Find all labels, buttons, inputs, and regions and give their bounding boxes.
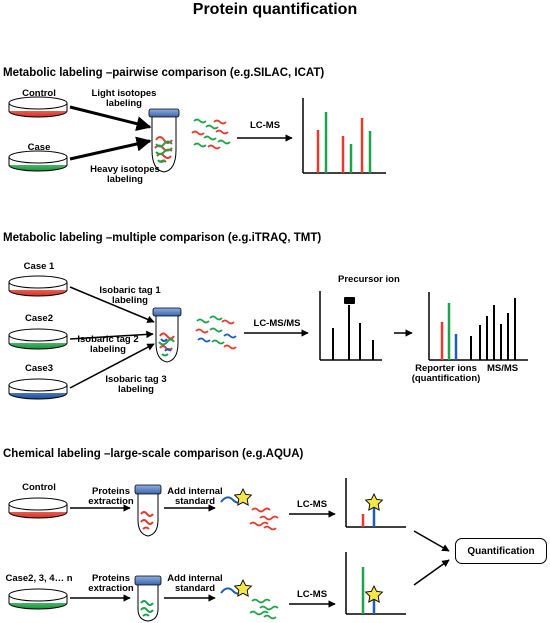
label-lc-ms-ms: LC-MS/MS [253,318,301,329]
aqua-tube-control [134,484,162,537]
itraq-ms1-spectrum [319,291,382,361]
arrow [413,530,450,552]
arrow [69,105,152,132]
arrow [69,343,155,389]
label-light-isotopes: Light isotopes labeling [91,88,157,109]
itraq-case3-dish [8,378,68,400]
label-ms-ms: MS/MS [487,363,519,374]
aqua-standard-cases [220,578,253,597]
silac-ms-spectrum [302,98,386,174]
label-aqua-lc-ms: LC-MS [296,499,328,510]
itraq-peptides [195,315,237,350]
label-case1: Case 1 [23,261,55,272]
arrow [69,286,155,323]
aqua-cases-dish [8,588,68,610]
quantification-box: Quantification [455,538,547,564]
silac-peptides [191,118,231,150]
label-add-internal-standard-2: Add internal standard [167,573,223,594]
label-heavy-isotopes: Heavy isotopes labeling [90,164,160,185]
silac-section [8,96,386,174]
aqua-tube-cases [134,575,162,622]
aqua-spectrum-control [345,478,406,528]
silac-tube [148,108,180,173]
section-heading-itraq: Metabolic labeling –multiple comparison … [3,232,322,244]
label-aqua-lc-ms-2: LC-MS [296,589,328,600]
label-isobaric-tag-1: Isobaric tag 1 labeling [99,285,161,306]
label-proteins-extraction: Proteins extraction [88,486,134,507]
label-isobaric-tag-3: Isobaric tag 3 labeling [105,374,167,395]
page-title: Protein quantification [192,1,358,18]
aqua-section [8,478,450,622]
itraq-msms-spectrum [428,292,528,361]
label-case2: Case2 [25,313,53,324]
aqua-peptides-cases [249,598,279,620]
itraq-case2-dish [8,328,68,350]
arrow [69,136,152,161]
section-heading-silac: Metabolic labeling –pairwise comparison … [3,67,325,79]
arrow [413,559,450,586]
aqua-control-dish [8,497,68,519]
arrow [69,330,154,340]
aqua-spectrum-cases [345,552,406,615]
aqua-peptides-control [249,507,279,531]
label-aqua-control: Control [22,482,56,493]
label-case3: Case3 [25,363,53,374]
silac-case-dish [8,150,68,172]
label-control: Control [22,88,56,99]
label-isobaric-tag-2: Isobaric tag 2 labeling [77,334,139,355]
label-proteins-extraction-2: Proteins extraction [88,573,134,594]
section-heading-aqua: Chemical labeling –large-scale compariso… [3,448,304,460]
label-case: Case [27,142,51,153]
label-aqua-cases: Case2, 3, 4… n [5,573,73,584]
label-add-internal-standard: Add internal standard [167,486,223,507]
itraq-case1-dish [8,275,68,297]
label-precursor-ion: Precursor ion [338,274,400,285]
quantification-label: Quantification [467,545,535,557]
itraq-section [8,275,528,400]
itraq-tube [152,307,182,363]
silac-control-dish [8,96,68,118]
label-reporter-ions: Reporter ions (quantification) [411,363,481,384]
label-lc-ms: LC-MS [249,120,281,131]
aqua-standard-control [220,487,253,506]
